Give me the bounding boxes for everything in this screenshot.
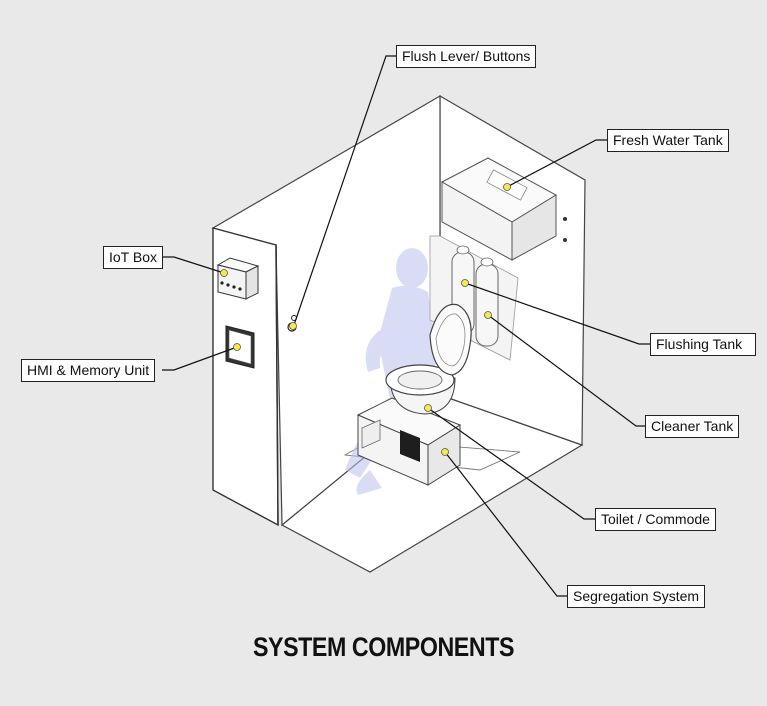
marker-hmi (233, 343, 241, 351)
leader-flush (293, 55, 397, 326)
tank-cylinders (451, 245, 499, 347)
leader-toilet (427, 407, 596, 520)
label-cleaner-tank: Cleaner Tank (645, 415, 740, 438)
label-toilet-commode: Toilet / Commode (595, 508, 716, 531)
leader-iot (162, 256, 225, 274)
leader-cleaner-tank (487, 314, 648, 427)
leader-fresh-water (506, 139, 608, 188)
iot-box-shape (216, 257, 260, 300)
label-flush-lever: Flush Lever/ Buttons (396, 45, 537, 68)
marker-fresh-water (503, 183, 511, 191)
label-iot-box: IoT Box (103, 246, 163, 269)
label-segregation-system: Segregation System (567, 585, 706, 608)
toilet-bowl-shape (385, 303, 472, 415)
segregation-box-shape (356, 397, 462, 486)
leader-lines (162, 55, 651, 597)
label-hmi-memory-unit: HMI & Memory Unit (21, 359, 156, 382)
markers (220, 183, 511, 456)
leader-flushing-tank (464, 282, 651, 345)
marker-flush (289, 322, 297, 330)
marker-flushing-tank (461, 279, 469, 287)
marker-cleaner-tank (484, 311, 492, 319)
marker-toilet (424, 404, 432, 412)
diagram-title: SYSTEM COMPONENTS (252, 632, 515, 662)
marker-iot (220, 269, 228, 277)
label-flushing-tank: Flushing Tank (650, 333, 756, 356)
label-fresh-water-tank: Fresh Water Tank (607, 129, 729, 152)
marker-segregation (441, 448, 449, 456)
leader-hmi (162, 346, 238, 371)
leader-segregation (444, 451, 569, 597)
